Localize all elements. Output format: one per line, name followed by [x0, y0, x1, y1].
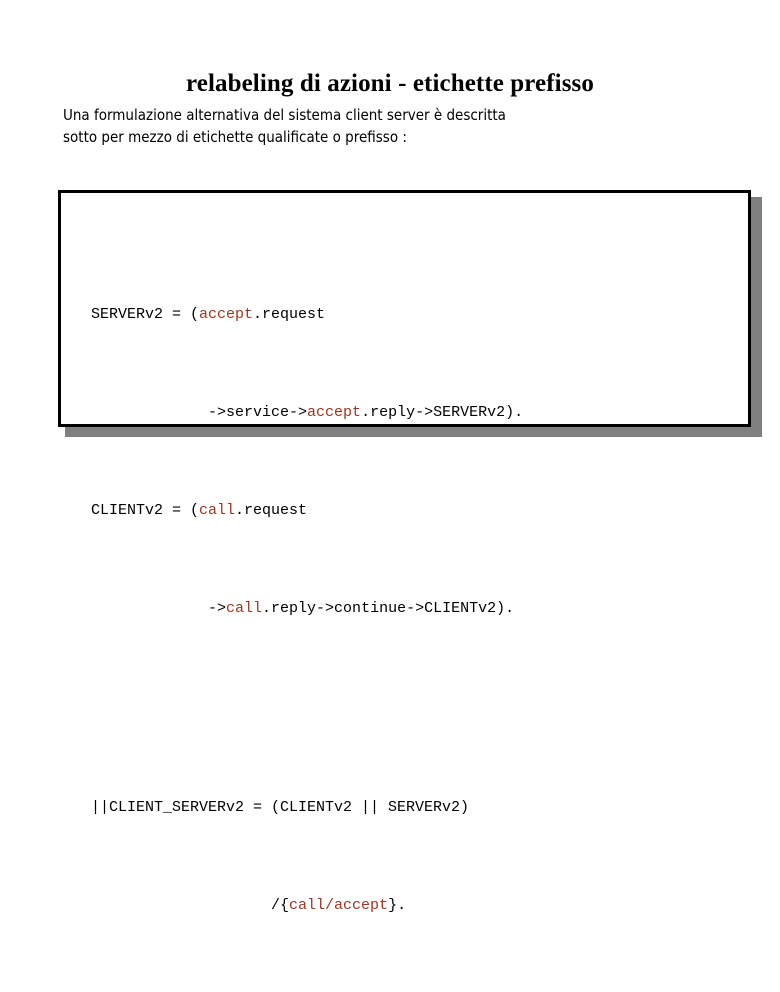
page-title: relabeling di azioni - etichette prefiss…	[186, 69, 594, 97]
code-line-7-keyword: call/accept	[289, 897, 389, 914]
code-line-blank	[91, 695, 523, 723]
body-paragraph-line-2: sotto per mezzo di etichette qualificate…	[63, 128, 407, 146]
code-line-3: CLIENTv2 = (call.request	[91, 499, 523, 524]
slide-canvas: relabeling di azioni - etichette prefiss…	[58, 69, 762, 914]
code-line-4-prefix: ->	[91, 599, 227, 617]
code-line-4-suffix: .reply->continue->CLIENTv2).	[262, 599, 515, 617]
code-line-1-keyword: accept	[199, 305, 254, 323]
code-line-7-prefix: /{	[91, 897, 290, 914]
code-line-4: ->call.reply->continue->CLIENTv2).	[91, 597, 523, 622]
code-line-2: ->service->accept.reply->SERVERv2).	[91, 401, 523, 426]
code-line-4-keyword: call	[226, 599, 263, 617]
code-line-1-prefix: SERVERv2 = (	[91, 305, 200, 323]
code-listing: SERVERv2 = (accept.request ->service->ac…	[91, 229, 523, 992]
code-line-2-keyword: accept	[307, 403, 362, 421]
code-line-1: SERVERv2 = (accept.request	[91, 303, 523, 328]
code-line-2-prefix: ->service->	[91, 403, 308, 421]
code-line-7-suffix: }.	[388, 897, 407, 914]
body-paragraph: Una formulazione alternativa del sistema…	[63, 104, 723, 148]
code-line-3-prefix: CLIENTv2 = (	[91, 501, 200, 519]
code-line-6: ||CLIENT_SERVERv2 = (CLIENTv2 || SERVERv…	[91, 799, 470, 816]
body-paragraph-line-1: Una formulazione alternativa del sistema…	[63, 106, 506, 124]
code-line-1-suffix: .request	[253, 305, 326, 323]
code-line-7: /{call/accept}.	[91, 894, 523, 919]
code-line-3-keyword: call	[199, 501, 236, 519]
code-box: SERVERv2 = (accept.request ->service->ac…	[58, 190, 751, 914]
code-line-3-suffix: .request	[235, 501, 308, 519]
code-line-2-suffix: .reply->SERVERv2).	[361, 403, 524, 421]
